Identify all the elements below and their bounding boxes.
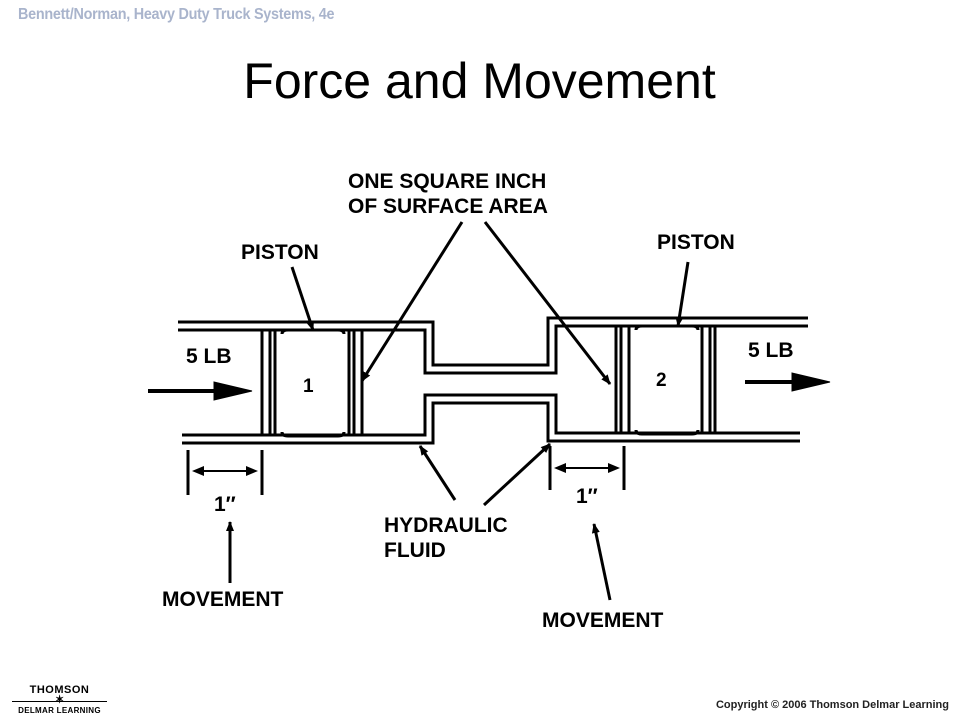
label-movement-right: MOVEMENT [542,609,664,632]
arrow-piston-right [675,261,690,327]
arrow-surface-right [483,221,612,385]
label-piston-left: PISTON [241,241,319,264]
piston-1 [260,328,364,438]
label-force-left: 5 LB [186,345,232,368]
arrow-surface-left [360,221,464,382]
label-hydraulic-fluid-line1: HYDRAULIC [384,514,508,537]
label-movement-left: MOVEMENT [162,588,284,611]
label-distance-right: 1″ [576,485,598,508]
leader-arrows [226,221,690,601]
arrow-piston-left [290,266,315,331]
arrow-fluid-left [418,445,457,501]
star-icon: ✶ [55,694,65,706]
label-surface-area-line1: ONE SQUARE INCH [348,170,546,193]
dimension-marks [186,446,626,495]
piston-2 [614,324,717,436]
label-hydraulic-fluid-line2: FLUID [384,539,446,562]
logo-line1: THOMSON [29,684,90,696]
cylinder-walls [178,316,808,445]
publisher-logo: THOMSON ✶ DELMAR LEARNING [12,684,107,715]
piston-number-left: 1 [303,376,314,397]
label-distance-left: 1″ [214,493,236,516]
book-title-header: Bennett/Norman, Heavy Duty Truck Systems… [18,6,335,23]
label-surface-area-line2: OF SURFACE AREA [348,195,548,218]
logo-divider: ✶ [12,694,107,706]
arrow-fluid-right [482,442,552,507]
force-arrows [148,372,831,401]
force-arrow-right [791,372,831,392]
slide-title: Force and Movement [243,53,716,109]
force-arrow-left [213,381,253,401]
label-force-right: 5 LB [748,339,794,362]
piston-number-right: 2 [656,370,667,391]
copyright-notice: Copyright © 2006 Thomson Delmar Learning [715,699,949,711]
arrow-movement-right [591,523,612,601]
logo-line2: DELMAR LEARNING [18,706,101,715]
label-piston-right: PISTON [657,231,735,254]
